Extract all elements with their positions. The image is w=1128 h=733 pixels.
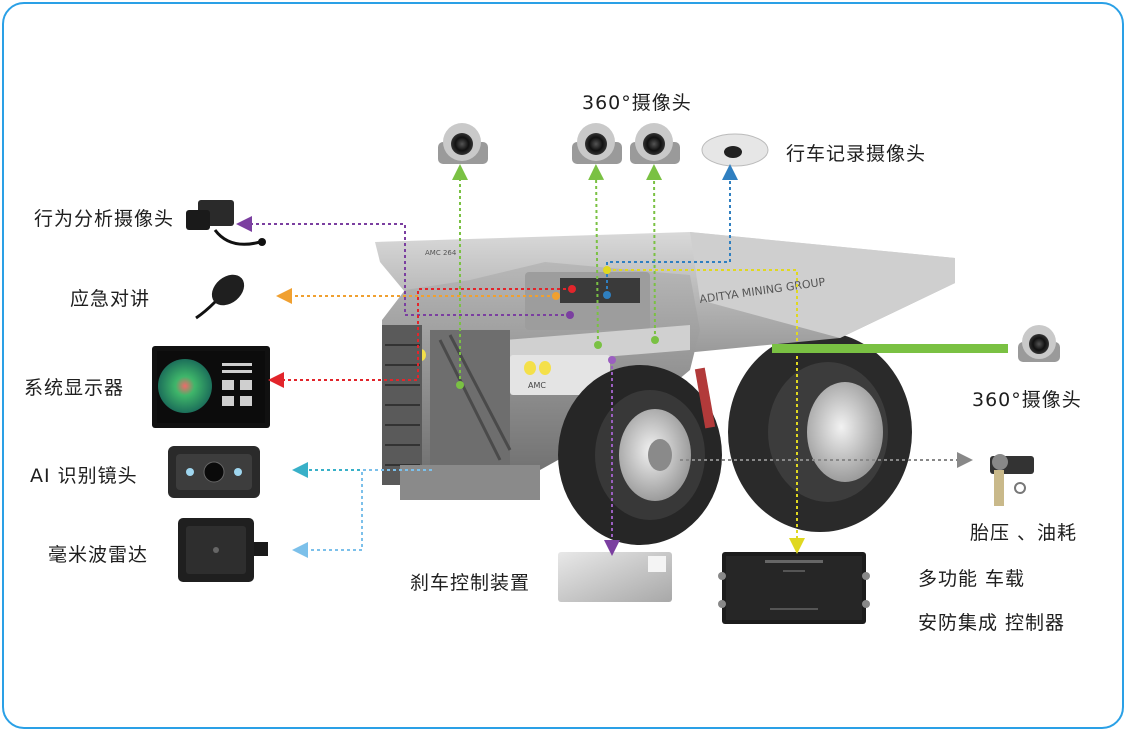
- label-cam360-top: 360°摄像头: [582, 92, 692, 114]
- line-radar: [292, 469, 432, 558]
- label-ai-lens: AI 识别镜头: [30, 465, 138, 487]
- line-controller: [607, 269, 805, 554]
- label-radar: 毫米波雷达: [48, 544, 149, 566]
- label-cam360-right: 360°摄像头: [972, 389, 1082, 411]
- truck-bed-badge: AMC 264: [425, 249, 457, 257]
- line-cam360-3: [646, 164, 663, 341]
- label-intercom: 应急对讲: [70, 288, 151, 310]
- controller-box-icon: [718, 552, 870, 624]
- label-dashcam: 行车记录摄像头: [786, 143, 927, 165]
- line-cam360-right: [772, 344, 1008, 353]
- brake-control-icon: [558, 552, 672, 602]
- truck-front-badge: AMC: [528, 381, 546, 390]
- line-behavior-cam: [236, 216, 570, 316]
- front-wheel: [558, 365, 722, 545]
- tire-sensor-icon: [990, 454, 1034, 506]
- line-dashcam: [606, 164, 738, 295]
- ai-lens-icon: [168, 446, 260, 498]
- rear-wheel: [728, 332, 912, 532]
- label-tire: 胎压 、油耗: [970, 522, 1078, 544]
- mining-truck: ADITYA MINING GROUP AMC 264 AMC: [375, 232, 955, 545]
- behavior-camera-icon: [186, 200, 266, 246]
- camera-360-2-icon: [572, 123, 622, 164]
- label-brake: 刹车控制装置: [410, 572, 531, 594]
- camera-360-right-icon: [1018, 325, 1060, 362]
- label-display: 系统显示器: [24, 377, 125, 399]
- dashcam-dome-icon: [701, 133, 769, 167]
- line-cam360-2: [588, 164, 605, 346]
- intercom-mic-icon: [195, 274, 245, 320]
- line-display: [268, 288, 572, 388]
- camera-360-1-icon: [438, 123, 488, 164]
- system-display-icon: [152, 346, 270, 428]
- label-controller-line1: 多功能 车载: [918, 568, 1026, 590]
- label-behavior-cam: 行为分析摄像头: [34, 208, 175, 230]
- label-controller-line2: 安防集成 控制器: [918, 612, 1066, 634]
- camera-360-3-icon: [630, 123, 680, 164]
- radar-unit-icon: [178, 518, 268, 582]
